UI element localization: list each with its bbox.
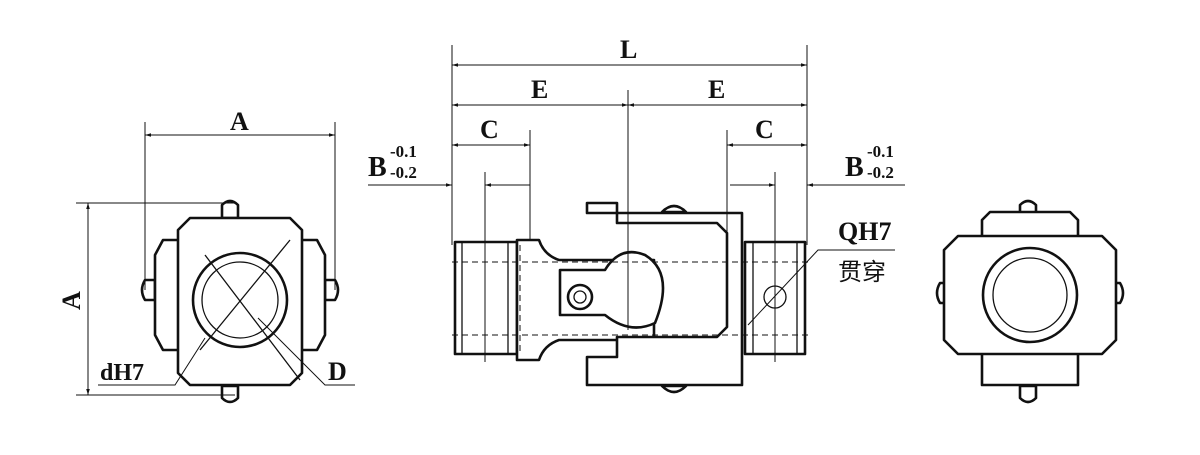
label-E-left: E bbox=[531, 75, 548, 104]
label-C-right: C bbox=[755, 115, 774, 144]
label-L: L bbox=[620, 35, 637, 64]
tolerance-upper-right: -0.1 bbox=[867, 142, 894, 161]
tolerance-lower-right: -0.2 bbox=[867, 163, 894, 182]
right-end-view bbox=[935, 199, 1125, 404]
tolerance-lower-left: -0.2 bbox=[390, 163, 417, 182]
label-QH7: QH7 bbox=[838, 217, 891, 246]
side-view bbox=[452, 201, 808, 394]
label-B-right: B bbox=[845, 152, 864, 183]
left-end-view bbox=[140, 199, 340, 404]
label-through: 贯穿 bbox=[838, 258, 886, 286]
tolerance-upper-left: -0.1 bbox=[390, 142, 417, 161]
label-A-side: A bbox=[57, 291, 86, 310]
label-E-right: E bbox=[708, 75, 725, 104]
dimension-lines bbox=[76, 45, 905, 396]
label-D: D bbox=[328, 357, 347, 386]
label-C-left: C bbox=[480, 115, 499, 144]
label-dH7: dH7 bbox=[100, 360, 144, 386]
label-B-left: B bbox=[368, 152, 387, 183]
label-A-top: A bbox=[230, 107, 249, 136]
